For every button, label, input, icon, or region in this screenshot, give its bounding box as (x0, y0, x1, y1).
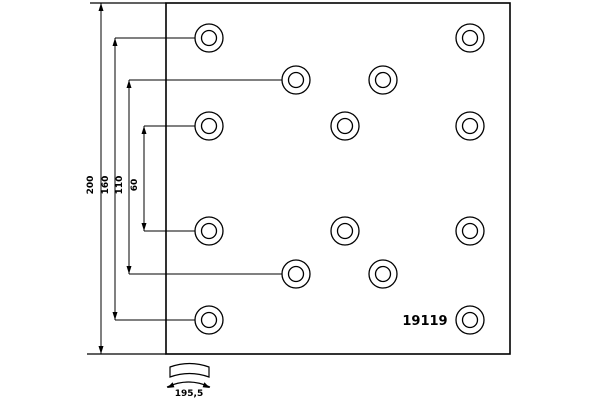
rivet-hole-inner (200, 311, 218, 329)
dimension-label: 110 (115, 176, 125, 195)
dimension-label: 200 (86, 176, 96, 195)
rivet-hole-inner (461, 222, 479, 240)
brake-lining-plate (165, 2, 511, 355)
rivet-hole-inner (374, 265, 392, 283)
dimension-arrow-top (141, 126, 147, 134)
lining-profile-band (169, 362, 210, 378)
rivet-hole (281, 65, 311, 95)
dimension-label: 60 (130, 179, 140, 192)
dimension-arrow-top (112, 38, 118, 46)
rivet-hole-inner (461, 117, 479, 135)
dimension-arrow-bottom (126, 266, 132, 274)
arc-arrow-left (167, 382, 175, 388)
rivet-hole (330, 111, 360, 141)
rivet-hole-inner (200, 222, 218, 240)
arc-arrow-right (202, 382, 210, 388)
rivet-hole (455, 23, 485, 53)
rivet-hole-inner (287, 265, 305, 283)
rivet-hole (330, 216, 360, 246)
rivet-hole (194, 305, 224, 335)
rivet-hole (455, 305, 485, 335)
rivet-hole (194, 111, 224, 141)
rivet-hole-inner (461, 29, 479, 47)
rivet-hole-inner (200, 29, 218, 47)
dimension-arrow-bottom (112, 312, 118, 320)
dimension-60: 60 (130, 125, 195, 232)
dimension-arrow-bottom (98, 346, 104, 354)
dimension-200: 200 (86, 3, 104, 354)
rivet-hole-inner (287, 71, 305, 89)
rivet-hole (455, 216, 485, 246)
dimension-160: 160 (101, 37, 195, 321)
dimension-label: 160 (101, 176, 111, 195)
dimension-arrow-top (98, 3, 104, 11)
rivet-hole (455, 111, 485, 141)
arc-width-label: 195,5 (175, 389, 203, 399)
rivet-hole (281, 259, 311, 289)
rivet-hole-inner (461, 311, 479, 329)
rivet-hole (194, 23, 224, 53)
rivet-hole-inner (200, 117, 218, 135)
rivet-hole-inner (336, 117, 354, 135)
rivet-hole (368, 65, 398, 95)
lining-profile-symbol: 195,5 (166, 362, 211, 399)
dimension-arrow-top (126, 80, 132, 88)
part-number: 19119 (402, 314, 447, 329)
dimension-110: 110 (115, 79, 282, 275)
rivet-hole-inner (374, 71, 392, 89)
rivet-hole (368, 259, 398, 289)
dimension-arrow-bottom (141, 223, 147, 231)
rivet-hole-inner (336, 222, 354, 240)
rivet-hole (194, 216, 224, 246)
